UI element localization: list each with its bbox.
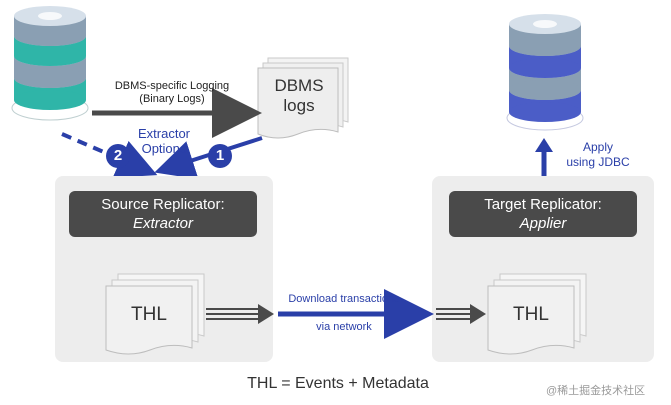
download-transactions-label: Download transactions bbox=[288, 293, 400, 305]
step-1-badge: 1 bbox=[208, 144, 232, 168]
target-replicator-role: Applier bbox=[519, 215, 567, 232]
target-thl-input-arrow bbox=[436, 304, 486, 324]
dbms-logs-label: DBMS logs bbox=[274, 76, 324, 115]
dbms-logs-document-icon bbox=[257, 57, 349, 139]
source-replicator-title: Source Replicator: bbox=[101, 196, 225, 213]
source-replicator-box: Source Replicator: Extractor bbox=[69, 191, 257, 237]
apply-arrow bbox=[535, 138, 553, 176]
watermark-text: @稀土掘金技术社区 bbox=[546, 385, 646, 397]
source-thl-label: THL bbox=[131, 304, 167, 325]
dbms-logging-label: DBMS-specific Logging (Binary Logs) bbox=[114, 80, 230, 105]
source-thl-output-arrow bbox=[206, 304, 274, 324]
source-thl-document-icon bbox=[105, 273, 205, 355]
step-2-badge: 2 bbox=[106, 144, 130, 168]
target-database-icon bbox=[506, 14, 584, 131]
target-thl-label: THL bbox=[513, 304, 549, 325]
target-thl-document-icon bbox=[487, 273, 587, 355]
thl-equation-caption: THL = Events + Metadata bbox=[247, 375, 429, 392]
apply-using-jdbc-label: Apply using JDBC bbox=[566, 140, 630, 169]
target-replicator-title: Target Replicator: bbox=[484, 196, 602, 213]
source-database-icon bbox=[11, 6, 89, 121]
source-replicator-role: Extractor bbox=[132, 215, 193, 232]
target-replicator-box: Target Replicator: Applier bbox=[449, 191, 637, 237]
via-network-label: via network bbox=[316, 321, 372, 333]
extractor-options-label: Extractor Options bbox=[137, 126, 190, 156]
